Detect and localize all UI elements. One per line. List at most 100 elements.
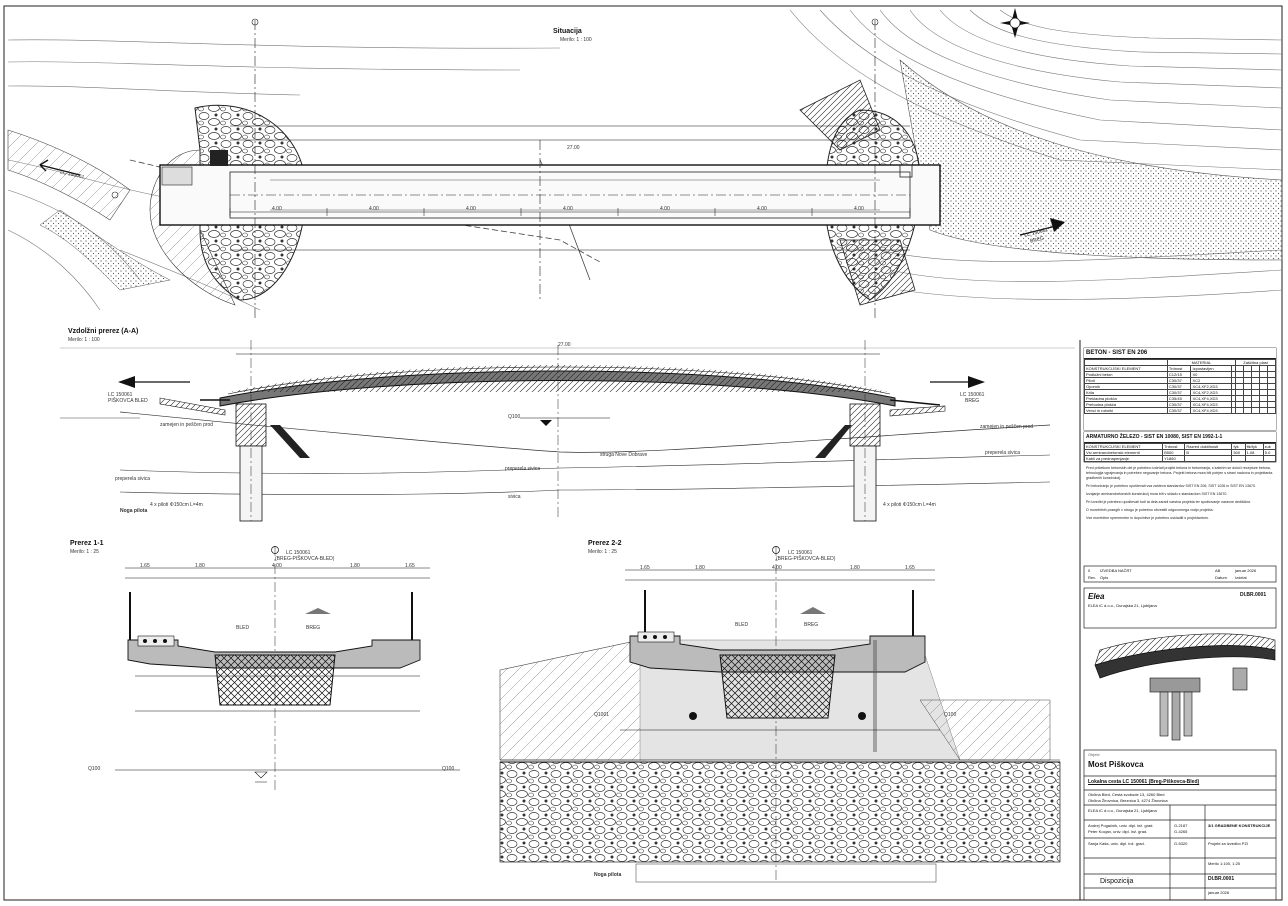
long-dim-total: 27.00 — [558, 342, 571, 348]
note: O morebitnih posegih v strugo je potrebn… — [1086, 508, 1214, 512]
long-section-title: Vzdolžni prerez (A-A) — [68, 328, 139, 335]
object-type-label: Objekt — [1088, 752, 1100, 757]
table-row: Kabli za prednapenjanje Y1860 — [1083, 455, 1277, 462]
person: Sanja Kaša, univ. dipl. inž. grad. — [1088, 841, 1145, 846]
soil-label-right: zamejen in peščen prod — [980, 424, 1034, 430]
water-level-label: Q100 — [508, 414, 521, 420]
s11-breg: BREG — [306, 625, 321, 631]
rebar-table-header: KONSTRUKCIJSKI ELEMENT Trdnost Razred du… — [1083, 443, 1277, 450]
cell: XC4,XF4,XD3 — [1190, 407, 1232, 414]
s22-breg: BREG — [804, 622, 819, 628]
drawing-number: DI.BR.0001 — [1208, 876, 1235, 882]
long-section-scale: Merilo: 1 : 100 — [68, 337, 100, 343]
designer-address: ELEA iC d.o.o., Dunajska 21, Ljubljana — [1088, 603, 1157, 608]
s11-dim: 4.00 — [272, 563, 282, 569]
rebar-table: ARMATURNO ŽELEZO - SIST EN 10080, SIST E… — [1083, 432, 1277, 462]
weathered-label-right: preperela sivica — [985, 450, 1021, 456]
concrete-table: BETON - SIST EN 206 MATERIAL Zaščitna pl… — [1084, 348, 1277, 430]
revision-head: Izdelal — [1235, 575, 1247, 580]
pile-toe-label: Noga pilota — [120, 508, 148, 514]
note: Pri izvedbi je potrebno upoštevati tudi … — [1086, 500, 1252, 504]
road-name: Lokalna cesta LC 150061 (Breg-Piškovca-B… — [1088, 779, 1200, 785]
revision-date: januar 2026 — [1235, 568, 1257, 573]
concrete-table-title: BETON - SIST EN 206 — [1084, 348, 1276, 359]
soil-label-left: zamejen in peščen prod — [160, 422, 214, 428]
plan-dim: 4.00 — [660, 206, 670, 212]
plan-title: Situacija — [553, 28, 582, 35]
river-label: struga Nove Dobrave — [600, 452, 648, 458]
cell: Y1860 — [1162, 455, 1186, 462]
s11-q100: Q100 — [88, 766, 101, 772]
s22-q100: Q100 — [944, 712, 957, 718]
plan-dim: 4.00 — [854, 206, 864, 212]
license-id: G-5320 — [1174, 841, 1188, 846]
plan-view — [7, 8, 1283, 320]
s11-bled: BLED — [236, 625, 250, 631]
person: Peter Kocjan, univ. dipl. inž. grad. — [1088, 829, 1148, 834]
note: Vse morebitne spremembe in dopolnitve je… — [1086, 516, 1209, 520]
plan-dim-total: 27.00 — [567, 145, 580, 151]
s22-dim: 1.65 — [905, 565, 915, 571]
note: Izvajanje armiranobetonskih konstrukcij … — [1086, 492, 1228, 496]
s11-dim: 1.65 — [405, 563, 415, 569]
north-arrow-icon — [1000, 8, 1030, 38]
license-id: G-2187 — [1174, 823, 1188, 828]
person: Andrej Pogačnik, univ. dipl. inž. grad. — [1088, 823, 1154, 828]
object-name: Most Piškovca — [1088, 760, 1144, 769]
s22-dim: 4.00 — [772, 565, 782, 571]
plan-dim: 4.00 — [757, 206, 767, 212]
plan-scale: Merilo: 1 : 100 — [560, 37, 592, 43]
drawing-title: Dispozicija — [1100, 878, 1134, 885]
note: Pred pričetkom betonskih del je potrebno… — [1086, 466, 1273, 480]
note: Pri betoniranju je potrebno upoštevati v… — [1086, 484, 1257, 488]
s22-dim: 1.80 — [695, 565, 705, 571]
rock-label: sivica — [508, 494, 521, 500]
section-1-1 — [115, 546, 460, 790]
revision-desc: IZVEDBA NAČRT — [1100, 568, 1132, 573]
weathered-label-left: preperela sivica — [115, 476, 151, 482]
long-road-left: LC 150061 — [108, 392, 133, 398]
section-2-title: Prerez 2-2 — [588, 540, 622, 547]
designer-name: ELEA iC d.o.o., Dunajska 21, Ljubljana — [1088, 808, 1157, 813]
plan-dim: 4.00 — [466, 206, 476, 212]
revision-author: AB — [1215, 568, 1221, 573]
section-2-2 — [499, 546, 1061, 883]
s22-dim: 1.80 — [850, 565, 860, 571]
sheet-number-top: DI.BR.0001 — [1240, 592, 1267, 598]
s22-road: LC 150061 — [788, 550, 813, 556]
s22-dim: 1.65 — [640, 565, 650, 571]
piles-label-right: 4 x piloti Φ150cm L=4m — [883, 502, 936, 508]
revision-head: Datum — [1215, 575, 1227, 580]
s22-bled: BLED — [735, 622, 749, 628]
plan-dim: 4.00 — [369, 206, 379, 212]
license-id: G-4265 — [1174, 829, 1188, 834]
company-logo: Elea — [1088, 592, 1105, 601]
section-1-scale: Merilo: 1 : 25 — [70, 549, 99, 555]
long-road-left-to: PIŠKOVCA BLED — [108, 398, 148, 404]
project-type: Projekt za izvedbo PZI — [1208, 841, 1249, 846]
revision-head: Opis — [1100, 575, 1109, 580]
s22-q1001: Q1001 — [594, 712, 610, 718]
project-part: 3/1 GRADBENE KONSTRUKCIJE — [1208, 823, 1271, 828]
s11-road: LC 150061 — [286, 550, 311, 556]
s11-dim: 1.80 — [195, 563, 205, 569]
cell: Kabli za prednapenjanje — [1083, 455, 1164, 462]
section-1-title: Prerez 1-1 — [70, 540, 104, 547]
cell: Venci in robniki — [1084, 407, 1168, 414]
rebar-table-title: ARMATURNO ŽELEZO - SIST EN 10080, SIST E… — [1084, 432, 1276, 443]
revision-number: 0 — [1088, 568, 1091, 573]
drawing-scale: Merilo 1:100, 1:25 — [1208, 861, 1241, 866]
long-road-right: LC 150061 — [960, 392, 985, 398]
cell: C30/37 — [1166, 407, 1192, 414]
s22-road-route: (BREG-PIŠKOVCA-BLED) — [776, 556, 836, 562]
investor: Občina Bled, Cesta svobode 13, 4260 Bled — [1088, 792, 1165, 797]
longitudinal-section — [60, 340, 1075, 522]
section-2-scale: Merilo: 1 : 25 — [588, 549, 617, 555]
bridge-render — [1094, 633, 1276, 741]
sheet-frame — [3, 5, 1283, 901]
long-road-right-to: BREG — [965, 398, 980, 404]
s22-pile-toe: Noga pilota — [594, 872, 622, 878]
